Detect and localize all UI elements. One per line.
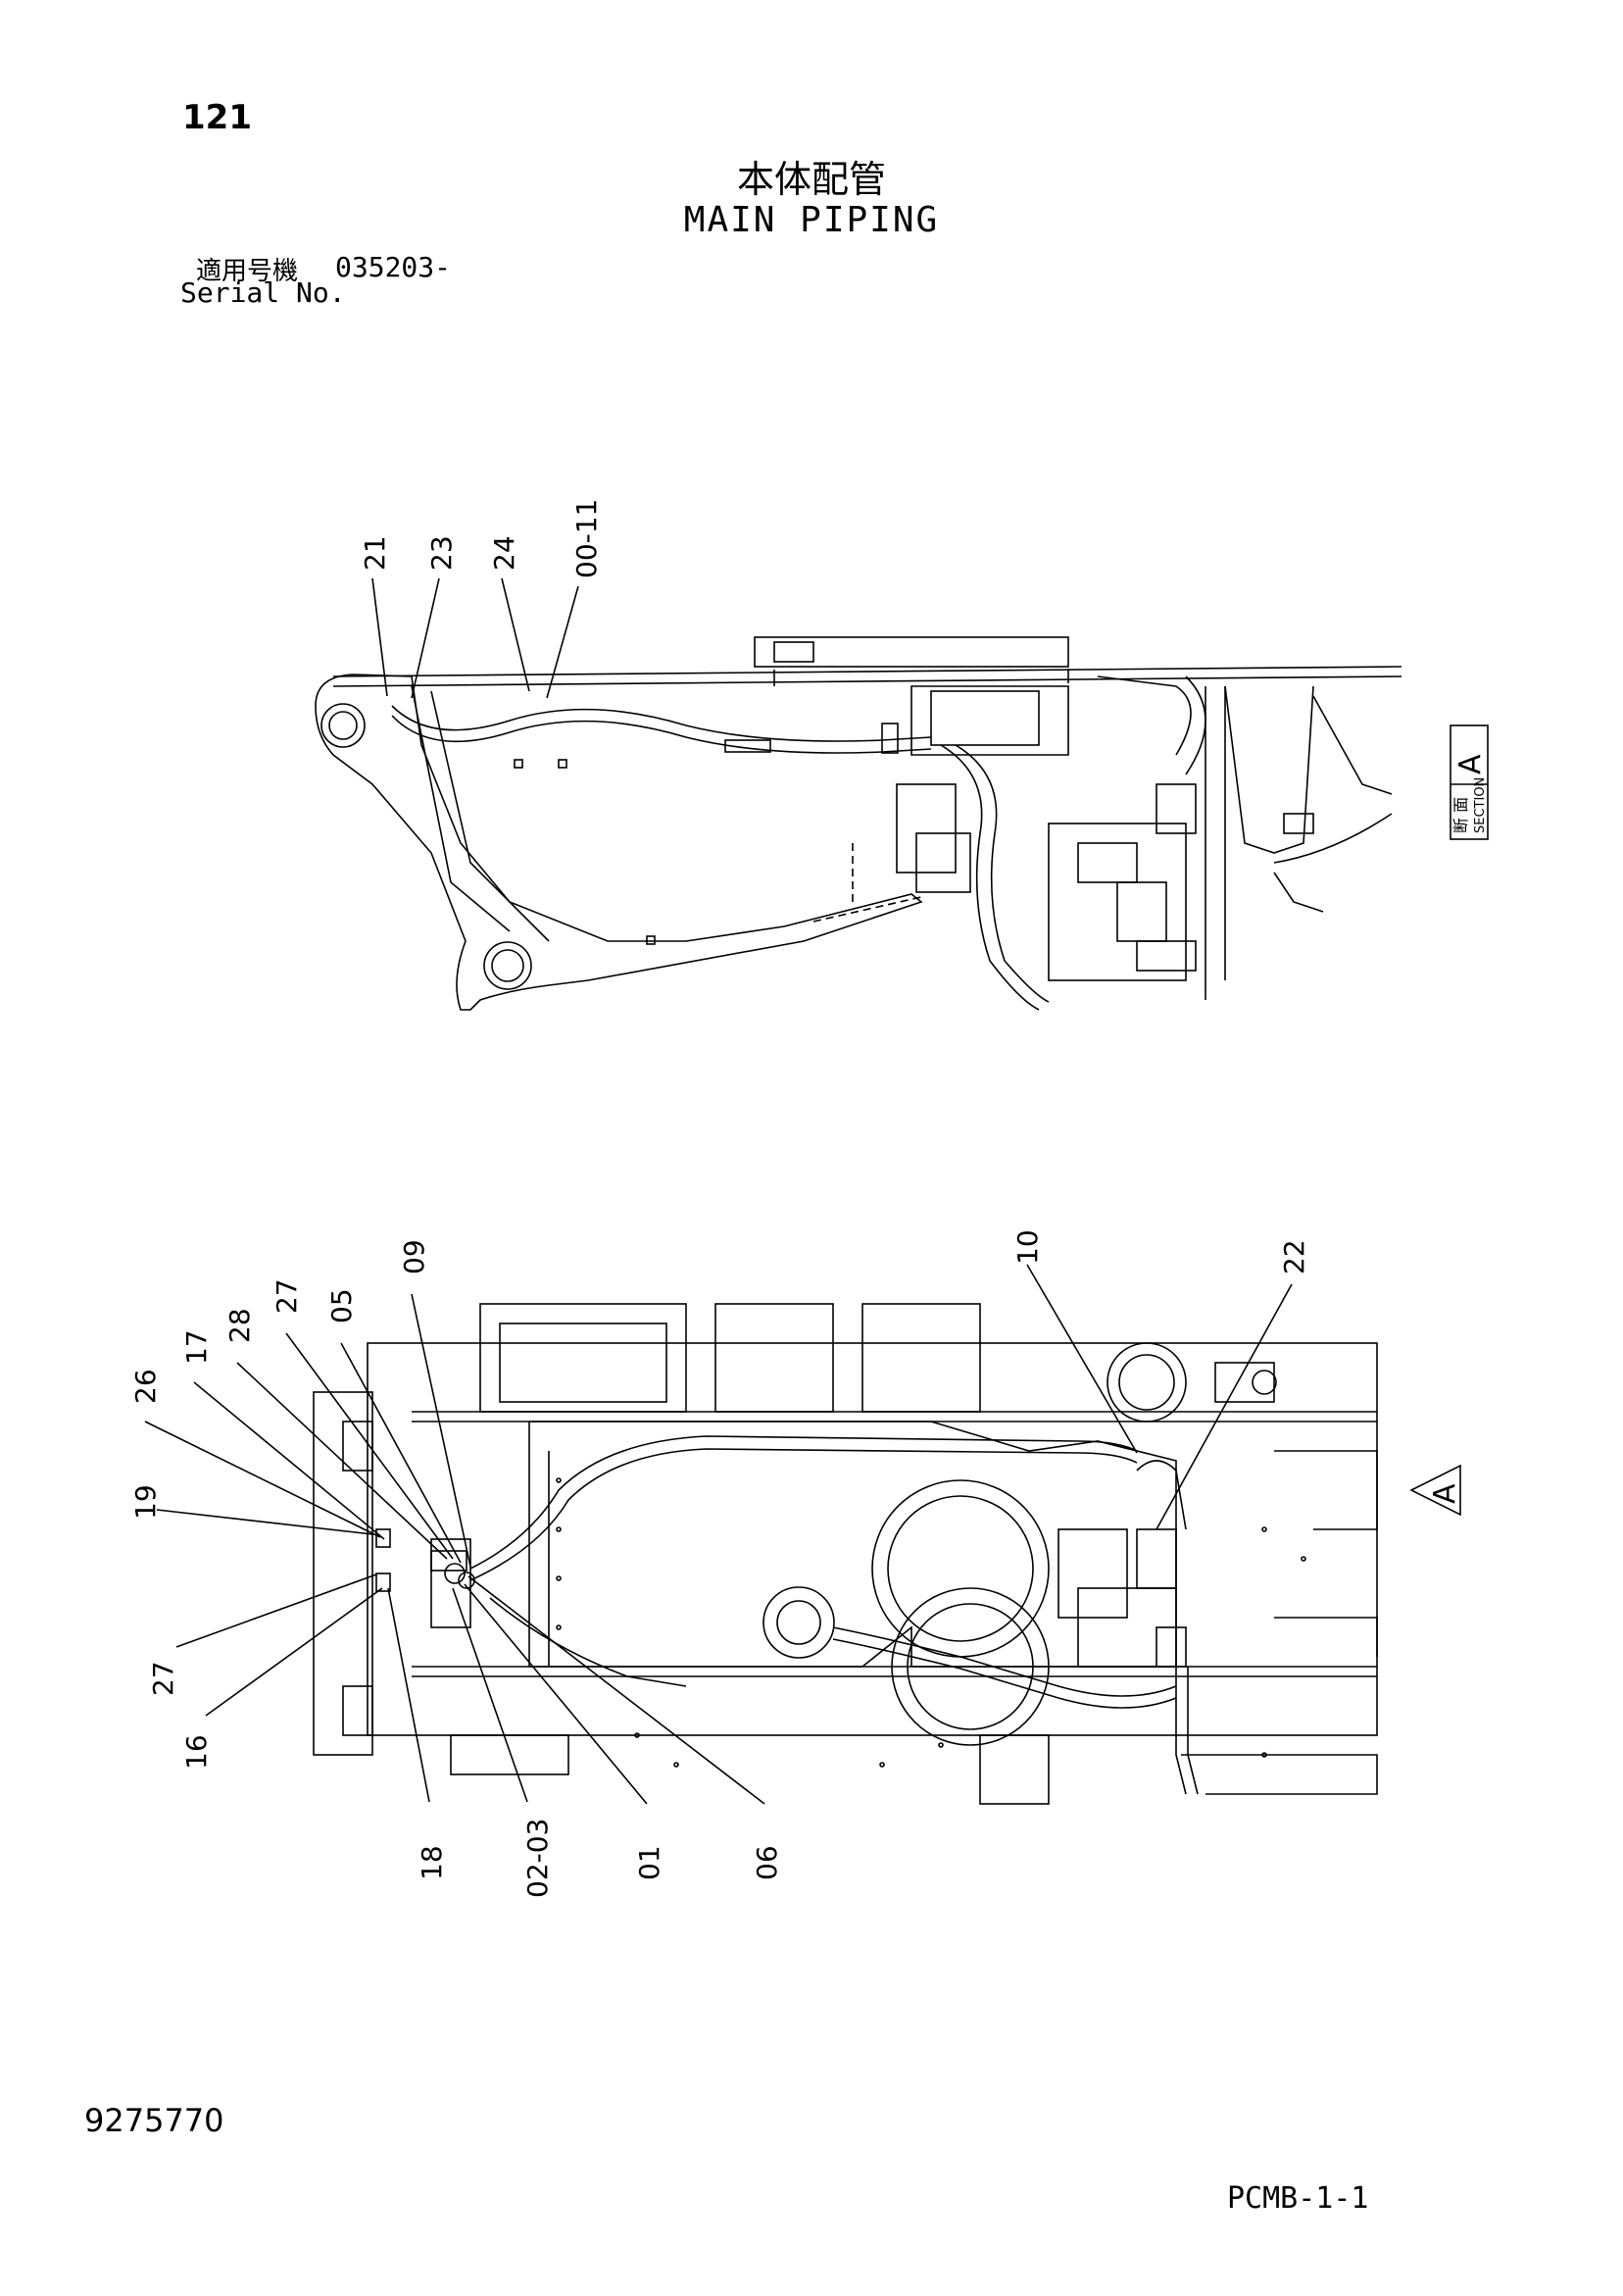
callout-lower-18: 18	[416, 1845, 448, 1880]
callout-lower-19: 19	[129, 1484, 162, 1520]
page-code: PCMB-1-1	[1227, 2181, 1369, 2216]
callout-lower-28: 28	[223, 1308, 256, 1343]
callout-lower-22: 22	[1278, 1239, 1310, 1274]
section-label-japanese: 断 面	[1451, 797, 1470, 833]
page-title-japanese: 本体配管	[736, 158, 886, 201]
lower-frame-view	[313, 1303, 1378, 1805]
callout-lower-27-top: 27	[270, 1278, 303, 1314]
serial-value: 035203-	[335, 251, 452, 283]
callout-upper-23: 23	[425, 535, 458, 571]
upper-frame-view	[315, 636, 1402, 1011]
callout-lower-16: 16	[180, 1734, 213, 1770]
callout-lower-05: 05	[325, 1288, 358, 1323]
callout-lower-26: 26	[129, 1369, 162, 1404]
callout-upper-21: 21	[359, 535, 391, 571]
lower-leader-lines	[144, 1264, 1293, 1805]
callout-lower-27-bottom: 27	[147, 1661, 179, 1696]
callout-lower-02-03: 02-03	[521, 1819, 554, 1898]
document-number: 9275770	[84, 2102, 224, 2139]
page-title-english: MAIN PIPING	[683, 200, 940, 240]
callout-lower-10: 10	[1011, 1229, 1044, 1265]
callout-lower-06: 06	[751, 1845, 783, 1880]
view-arrow-letter: A	[1428, 1483, 1462, 1504]
callout-lower-01: 01	[633, 1845, 665, 1880]
serial-label-english: Serial No.	[180, 276, 346, 309]
page-number: 121	[182, 98, 252, 137]
callout-lower-17: 17	[180, 1329, 213, 1365]
serial-label-japanese: 適用号機	[196, 257, 299, 286]
section-label-english: SECTION	[1473, 777, 1488, 833]
section-letter: A	[1453, 754, 1488, 774]
upper-leader-lines	[371, 577, 579, 699]
callout-upper-24: 24	[488, 535, 520, 571]
view-arrow-a	[1409, 1464, 1461, 1517]
callout-lower-09: 09	[398, 1239, 430, 1274]
section-marker-box	[1450, 724, 1489, 840]
callout-upper-00-11: 00-11	[570, 499, 603, 578]
